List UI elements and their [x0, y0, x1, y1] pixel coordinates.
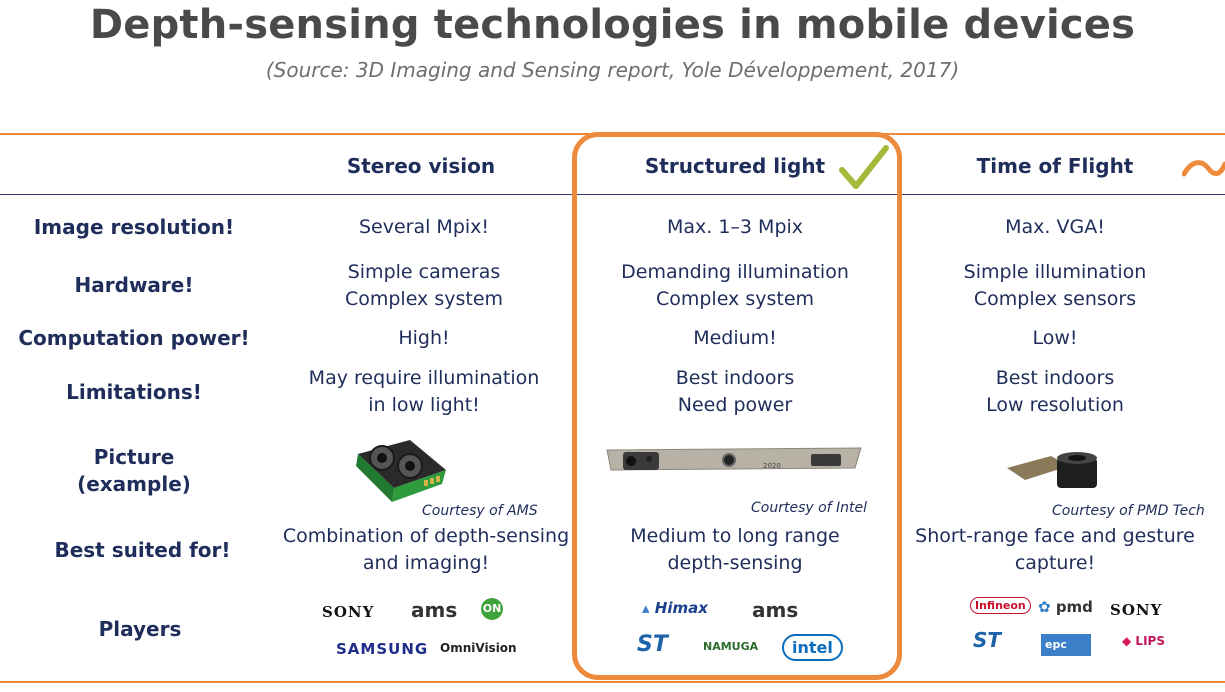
column-header-stereo: Stereo vision	[346, 154, 496, 178]
row-label-picture: Picture (example)	[77, 445, 191, 496]
slide-title: Depth-sensing technologies in mobile dev…	[89, 2, 1136, 48]
logo-pmd: ✿ pmd	[1038, 598, 1093, 616]
cell-structured-computation: Medium!	[693, 327, 777, 349]
structured-light-module-image: 2020	[606, 447, 862, 471]
logo-epc: epc	[1041, 634, 1091, 656]
logo-sony-tof: SONY	[1110, 601, 1163, 619]
row-label-players: Players	[98, 617, 182, 641]
row-label-best-suited: Best suited for!	[54, 538, 231, 562]
logo-ams: ams	[411, 598, 458, 622]
logo-on-semiconductor: ON	[481, 598, 503, 620]
cell-tof-hardware: Simple illumination Complex sensors	[963, 261, 1147, 310]
header-rule	[0, 194, 1225, 195]
bottom-rule	[0, 681, 1225, 683]
tof-sensor-module-image	[1007, 452, 1097, 488]
row-label-computation: Computation power!	[18, 326, 250, 350]
column-header-tof: Time of Flight	[976, 154, 1134, 178]
logo-infineon: Infineon	[970, 597, 1031, 614]
svg-text:2020: 2020	[763, 462, 781, 470]
row-label-resolution: Image resolution!	[33, 215, 235, 239]
logo-sony: SONY	[322, 603, 375, 621]
logo-omnivision: OmniVision	[440, 641, 517, 655]
cell-structured-hardware: Demanding illumination Complex system	[621, 261, 849, 310]
logo-samsung: SAMSUNG	[336, 640, 429, 658]
cell-stereo-hardware: Simple cameras Complex system	[344, 261, 504, 310]
cell-structured-limitations: Best indoors Need power	[675, 367, 795, 416]
courtesy-pmd-tech: Courtesy of PMD Tech	[1052, 503, 1205, 519]
cell-tof-computation: Low!	[1032, 327, 1078, 349]
courtesy-intel: Courtesy of Intel	[751, 500, 868, 516]
row-label-limitations: Limitations!	[66, 380, 202, 404]
cell-tof-resolution: Max. VGA!	[1005, 216, 1105, 238]
structured-light-highlight	[572, 132, 902, 680]
slide-subtitle: (Source: 3D Imaging and Sensing report, …	[265, 58, 960, 82]
tilde-icon	[1182, 160, 1225, 177]
logo-lips: ◆ LIPS	[1122, 634, 1165, 648]
logo-ams-structured: ams	[752, 598, 799, 622]
logo-himax: ▴ Himax	[642, 599, 708, 617]
cell-stereo-computation: High!	[398, 327, 450, 349]
logo-namuga: NAMUGA	[703, 640, 759, 653]
checkmark-icon	[839, 145, 889, 189]
row-label-hardware: Hardware!	[74, 273, 194, 297]
cell-structured-resolution: Max. 1–3 Mpix	[666, 216, 804, 238]
cell-stereo-limitations: May require illumination in low light!	[308, 367, 540, 416]
cell-structured-best-suited: Medium to long range depth-sensing	[630, 525, 840, 574]
cell-stereo-resolution: Several Mpix!	[358, 216, 490, 238]
cell-tof-best-suited: Short-range face and gesture capture!	[915, 525, 1195, 574]
logo-st-tof: ST	[973, 628, 1002, 652]
stereo-camera-module-image	[356, 440, 446, 502]
column-header-structured: Structured light	[644, 154, 826, 178]
courtesy-ams: Courtesy of AMS	[422, 503, 538, 519]
cell-stereo-best-suited: Combination of depth-sensing and imaging…	[282, 525, 570, 574]
logo-st: ST	[637, 632, 668, 657]
logo-intel: intel	[782, 634, 843, 661]
cell-tof-limitations: Best indoors Low resolution	[986, 367, 1124, 416]
